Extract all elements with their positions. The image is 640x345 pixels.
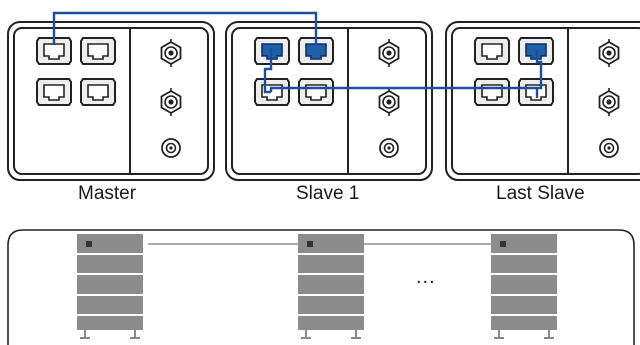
rack-system-panel	[7, 229, 635, 345]
power-socket-icon	[161, 138, 181, 158]
slave1-port-4	[298, 78, 334, 106]
slave1-label: Slave 1	[296, 183, 360, 204]
cable-slave1-to-last	[269, 50, 543, 92]
power-socket-icon	[379, 138, 399, 158]
last-slave-unit	[445, 21, 640, 181]
slave1-unit	[225, 21, 433, 181]
rack-stack-slave1	[297, 233, 365, 339]
cable-slave1-loop	[263, 48, 273, 94]
power-socket-icon	[599, 138, 619, 158]
ellipsis-text: ...	[416, 266, 436, 288]
cable-master-to-slave1	[52, 11, 318, 46]
master-port-4	[80, 78, 116, 106]
master-unit	[7, 21, 215, 181]
last-slave-port-1	[474, 37, 510, 65]
rack-stack-master	[76, 233, 144, 339]
master-port-3	[36, 78, 72, 106]
master-label: Master	[78, 183, 137, 204]
rack-stack-last-slave	[490, 233, 558, 339]
master-port-2	[80, 37, 116, 65]
last-slave-label: Last Slave	[496, 183, 585, 204]
network-cables	[52, 11, 543, 98]
last-slave-port-3	[474, 78, 510, 106]
